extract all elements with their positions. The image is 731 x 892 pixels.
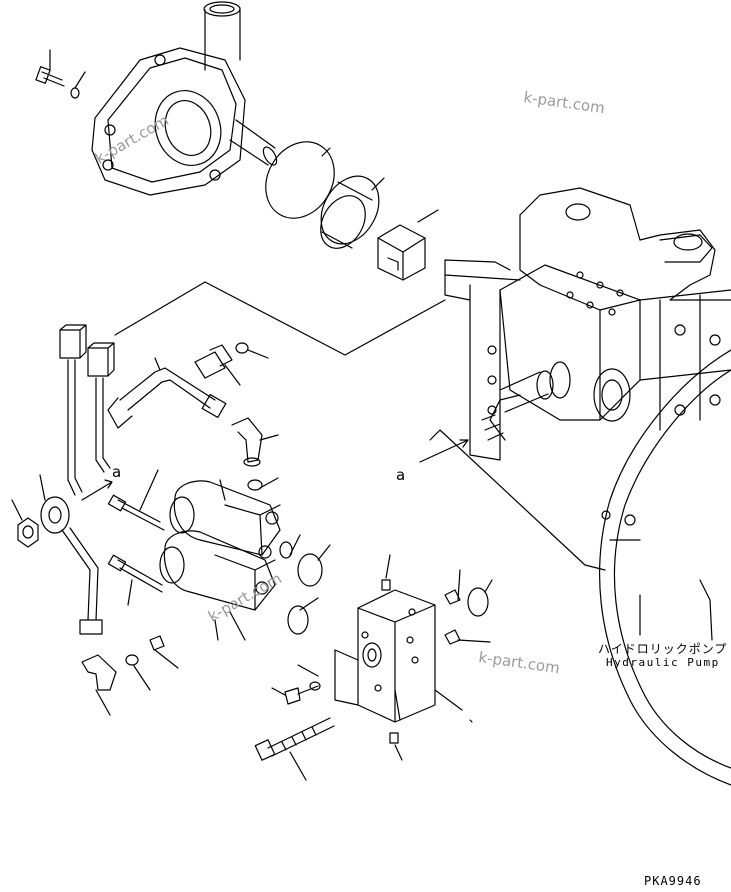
suction-pipe	[203, 1, 278, 166]
sensor-connector-1	[59, 324, 87, 496]
small-plug-left	[149, 635, 179, 669]
housing-bolt	[35, 49, 86, 99]
solenoid-valve-upper	[169, 479, 281, 556]
o-ring-small-6	[125, 654, 139, 666]
o-ring-small-5	[279, 541, 293, 559]
block-plug-right	[444, 569, 491, 645]
bolt-lower	[107, 554, 163, 606]
adapter-fitting	[194, 344, 241, 386]
pump-label-english: Hydraulic Pump	[606, 656, 720, 669]
hex-nut	[11, 499, 39, 548]
long-bolt	[254, 717, 335, 781]
leader-3	[484, 579, 493, 593]
o-ring-small-1	[235, 342, 249, 354]
leader-6	[297, 664, 319, 677]
o-ring-small-3	[297, 553, 323, 587]
block-plug-bottom	[389, 732, 403, 761]
coupling-block	[377, 209, 439, 281]
arrow-a-right	[419, 439, 469, 463]
reference-a-left: a	[112, 463, 122, 481]
flywheel-ring	[599, 349, 731, 786]
arrow-a-left	[81, 479, 113, 501]
leader-oring	[321, 147, 331, 157]
leader-4	[434, 689, 473, 723]
leader-2	[133, 665, 151, 691]
elbow-fitting	[231, 417, 279, 467]
valve-block	[334, 589, 436, 723]
pilot-hose	[107, 357, 227, 429]
flange-housing	[91, 47, 246, 196]
bolt-upper	[107, 469, 165, 531]
solenoid-valve-lower	[159, 530, 276, 611]
bushing	[320, 175, 385, 249]
block-plug-top	[381, 554, 391, 591]
leader-lines-valve	[214, 477, 331, 641]
o-ring-large	[265, 141, 335, 219]
o-ring-small-7	[309, 681, 321, 691]
o-ring-small-2	[247, 479, 263, 491]
leader-1	[247, 349, 269, 359]
drawing-number: PKA9946	[644, 874, 702, 888]
reference-a-right: a	[396, 466, 406, 484]
leader-5	[394, 689, 401, 721]
pump-shaft-end	[481, 361, 571, 441]
eye-terminal-hose	[39, 474, 103, 635]
bracket-leader	[114, 281, 606, 571]
small-bolt	[271, 685, 319, 705]
elbow-fitting-lower	[81, 654, 117, 716]
o-ring-small-4	[287, 605, 309, 635]
sensor-connector-2	[87, 342, 115, 473]
pump-label-japanese: ハイドロリックポンプ	[598, 642, 728, 656]
hydraulic-pump-body	[444, 187, 731, 461]
o-ring-block	[467, 587, 489, 617]
